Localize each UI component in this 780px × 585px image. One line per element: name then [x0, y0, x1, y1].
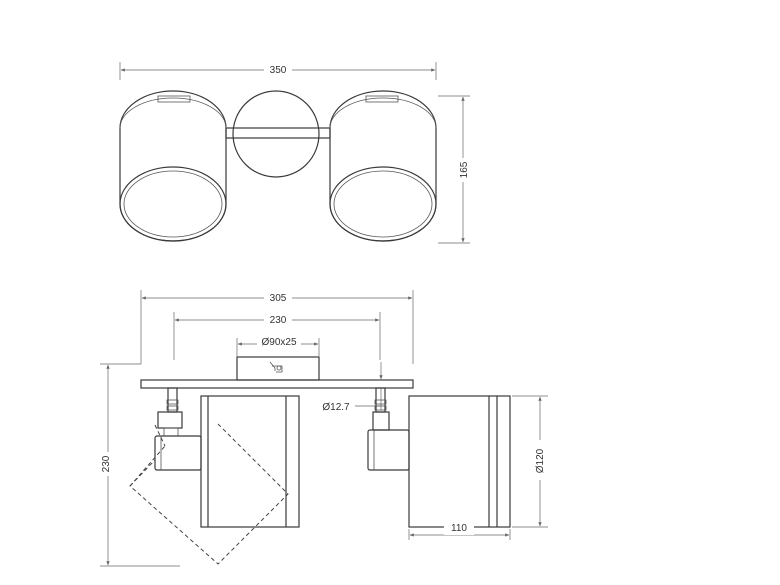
top-view: 350 165: [119, 62, 470, 244]
front-view: 305 230 Ø90x25 Ø12.7: [99, 290, 548, 567]
dimension-shade-depth-label: 110: [451, 523, 467, 534]
dimension-top-width: 350: [119, 62, 437, 80]
dimension-arm-diameter-label: Ø12.7: [322, 402, 350, 413]
dimension-top-height-label: 165: [459, 161, 470, 178]
top-view-right-spotlight: [329, 90, 437, 242]
dimension-shade-diameter: Ø120: [512, 395, 548, 528]
dimension-front-spacing-label: 230: [270, 315, 287, 326]
dimension-shade-depth: 110: [408, 522, 511, 540]
front-view-left-spotlight: [129, 387, 300, 565]
dimension-front-total-label: 305: [270, 293, 287, 304]
front-view-right-spotlight: [367, 387, 511, 528]
dimension-base-plate: Ø90x25: [236, 336, 320, 356]
top-view-base-disc: [232, 90, 320, 178]
dimension-top-height: 165: [438, 95, 470, 244]
dimension-overall-height: 230: [99, 363, 180, 567]
canopy-switch: [269, 361, 283, 373]
dimension-top-width-label: 350: [270, 65, 287, 76]
top-view-connecting-bar: [225, 127, 331, 139]
dimension-front-total: 305: [140, 290, 414, 364]
tilted-shade-outline: [129, 423, 289, 565]
front-view-base-plate: [236, 356, 320, 381]
dimension-shade-diameter-label: Ø120: [535, 448, 546, 473]
top-view-left-spotlight: [119, 90, 227, 242]
dimension-overall-height-label: 230: [101, 455, 112, 472]
dimension-front-spacing: 230: [173, 312, 381, 360]
front-view-mounting-bar: [140, 379, 414, 389]
dimension-base-plate-label: Ø90x25: [261, 337, 296, 348]
